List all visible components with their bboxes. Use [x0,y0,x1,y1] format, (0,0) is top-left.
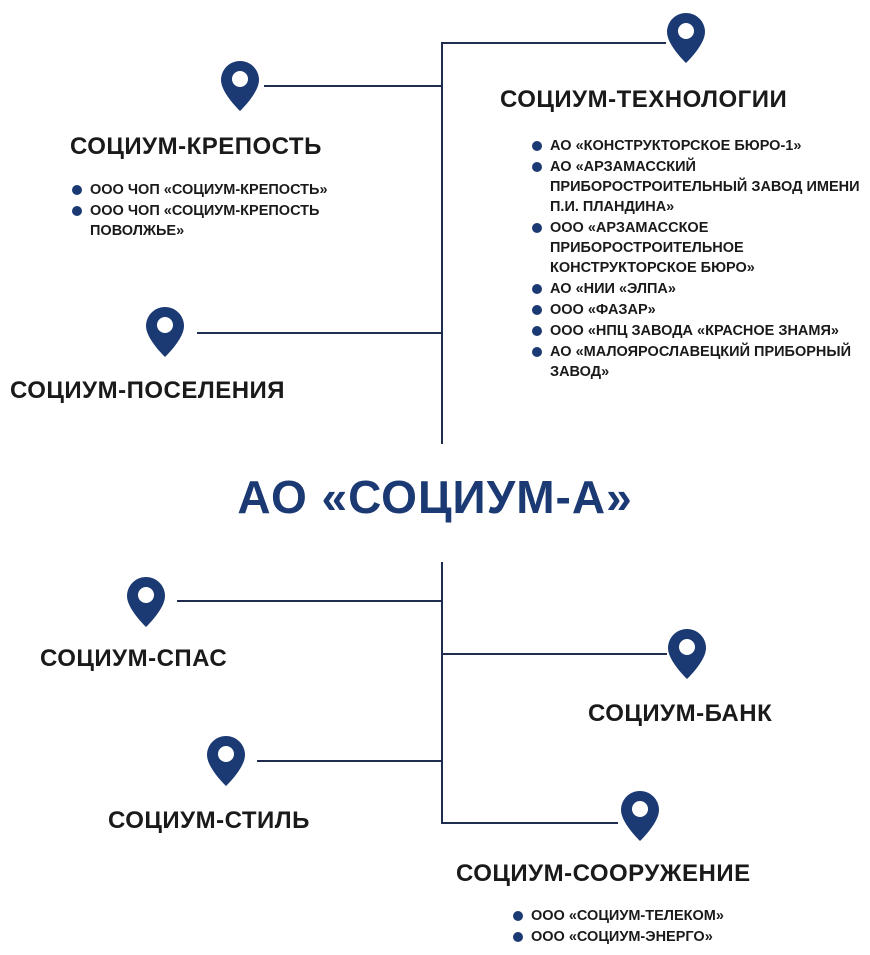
bullet-dot [72,206,82,216]
map-pin-icon [206,735,246,787]
connector-poseleniya [197,332,442,334]
map-pin-icon [667,628,707,680]
connector-krepost [264,85,442,87]
list-item: ООО ЧОП «СОЦИУМ-КРЕПОСТЬ» [72,180,402,200]
bullet-dot [532,305,542,315]
connector-stil [257,760,442,762]
subsidiary-list-sooruzhenie: ООО «СОЦИУМ-ТЕЛЕКОМ» ООО «СОЦИУМ-ЭНЕРГО» [513,906,843,948]
list-item: ООО ЧОП «СОЦИУМ-КРЕПОСТЬ ПОВОЛЖЬЕ» [72,201,402,241]
bullet-dot [72,185,82,195]
list-item: АО «НИИ «ЭЛПА» [532,279,862,299]
list-item: ООО «НПЦ ЗАВОДА «КРАСНОЕ ЗНАМЯ» [532,321,862,341]
subsidiary-title-stil: СОЦИУМ-СТИЛЬ [108,807,310,834]
list-item: ООО «СОЦИУМ-ЭНЕРГО» [513,927,843,947]
list-item: АО «КОНСТРУКТОРСКОЕ БЮРО-1» [532,136,862,156]
bullet-dot [532,141,542,151]
connector-bottom-vertical [441,562,443,824]
subsidiary-list-krepost: ООО ЧОП «СОЦИУМ-КРЕПОСТЬ» ООО ЧОП «СОЦИУ… [72,180,402,242]
map-pin-icon [666,12,706,64]
subsidiary-title-sooruzhenie: СОЦИУМ-СООРУЖЕНИЕ [456,860,751,887]
list-item: ООО «АРЗАМАССКОЕ ПРИБОРОСТРОИТЕЛЬНОЕ КОН… [532,218,862,278]
bullet-dot [532,347,542,357]
map-pin-icon [220,60,260,112]
connector-sooruzhenie [441,822,618,824]
map-pin-icon [620,790,660,842]
bullet-dot [513,911,523,921]
subsidiary-title-poseleniya: СОЦИУМ-ПОСЕЛЕНИЯ [10,377,286,404]
bullet-dot [532,162,542,172]
map-pin-icon [126,576,166,628]
bullet-dot [513,932,523,942]
list-item: АО «АРЗАМАССКИЙ ПРИБОРОСТРОИТЕЛЬНЫЙ ЗАВО… [532,157,862,217]
map-pin-icon [145,306,185,358]
connector-tekhnologii [441,42,666,44]
list-item: АО «МАЛОЯРОСЛАВЕЦКИЙ ПРИБОРНЫЙ ЗАВОД» [532,342,862,382]
list-item: ООО «ФАЗАР» [532,300,862,320]
bullet-dot [532,284,542,294]
bullet-dot [532,223,542,233]
page-title: АО «СОЦИУМ-А» [237,471,633,523]
subsidiary-title-krepost: СОЦИУМ-КРЕПОСТЬ [70,133,322,160]
connector-top-vertical [441,42,443,444]
subsidiary-title-bank: СОЦИУМ-БАНК [588,700,773,727]
subsidiary-title-spas: СОЦИУМ-СПАС [40,645,228,672]
list-item: ООО «СОЦИУМ-ТЕЛЕКОМ» [513,906,843,926]
subsidiary-list-tekhnologii: АО «КОНСТРУКТОРСКОЕ БЮРО-1» АО «АРЗАМАСС… [532,136,862,383]
bullet-dot [532,326,542,336]
connector-spas [177,600,442,602]
connector-bank [441,653,667,655]
subsidiary-title-tekhnologii: СОЦИУМ-ТЕХНОЛОГИИ [500,86,788,113]
